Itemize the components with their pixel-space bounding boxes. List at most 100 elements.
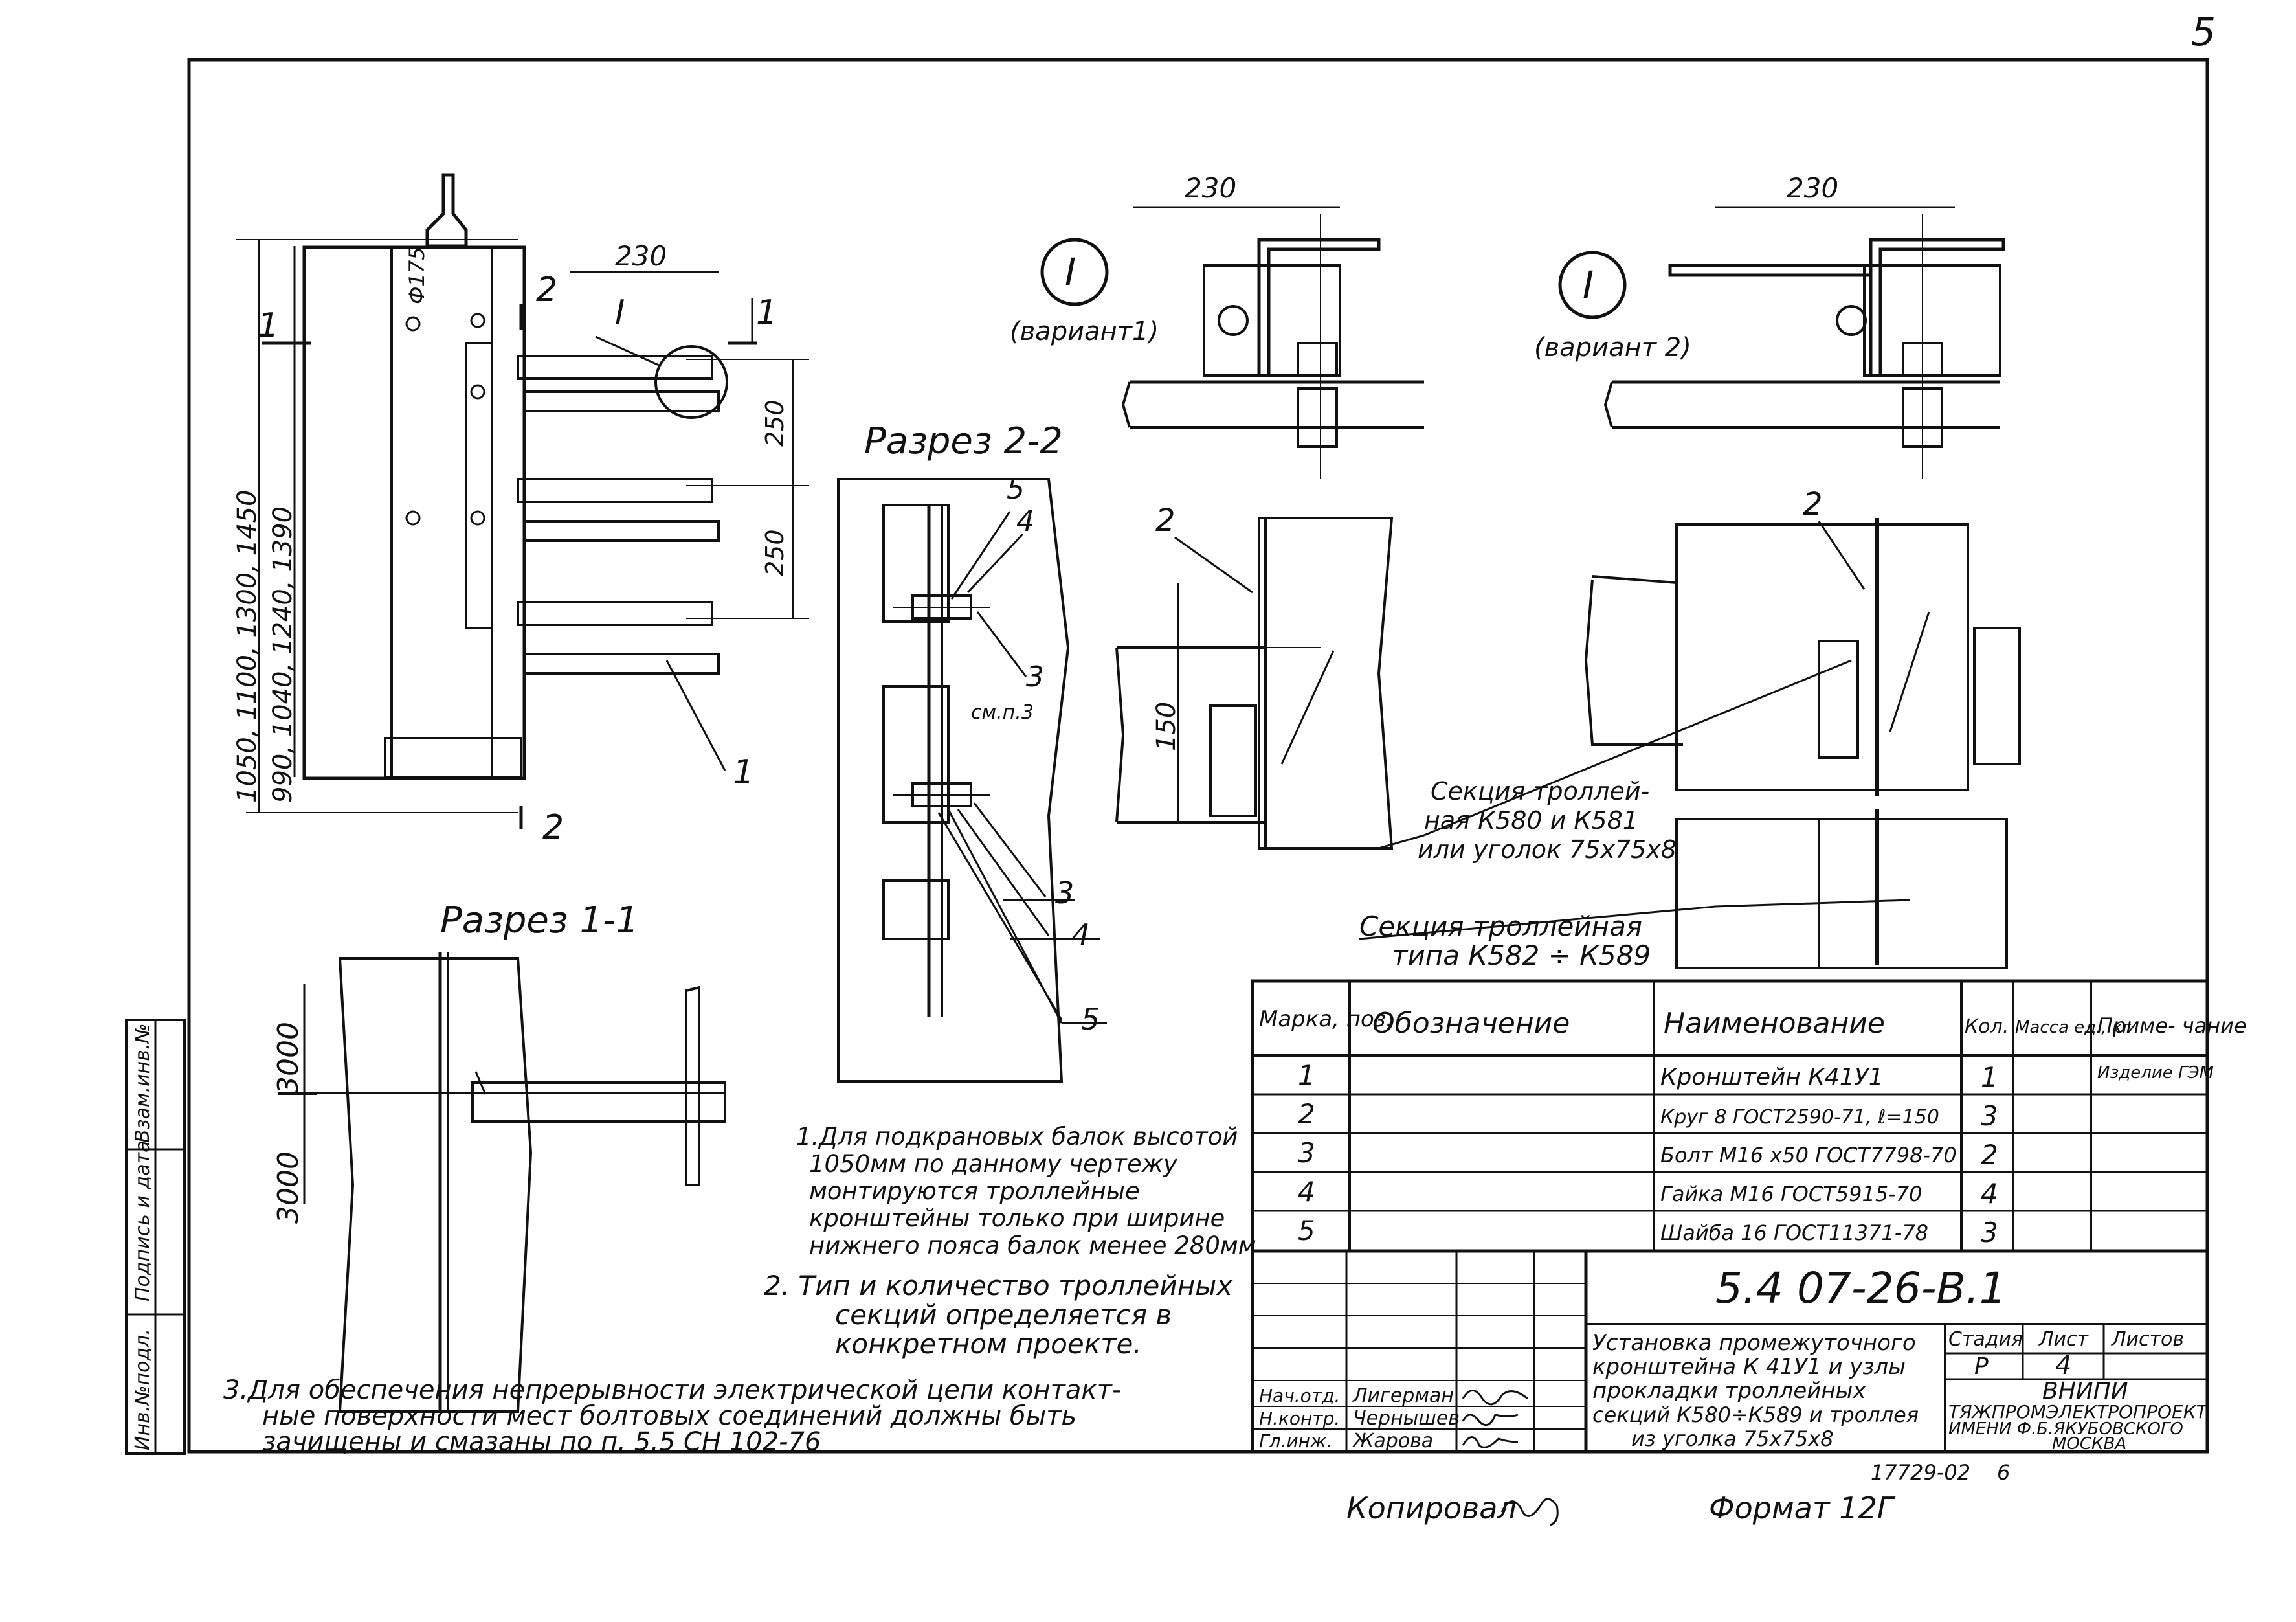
note-1-line4: кронштейны только при ширине xyxy=(809,1204,1225,1232)
org-line4: МОСКВА xyxy=(2052,1434,2126,1454)
variant-1-roman: I xyxy=(1065,250,1076,294)
pos-2-left: 2 xyxy=(1155,502,1176,539)
trolley-section-views: 150 2 2 Секция троллей- ная К580 и К581 … xyxy=(1115,486,2021,971)
trolley-a-line1: Секция троллей- xyxy=(1431,777,1649,805)
copied-label: Копировал xyxy=(1346,1491,1517,1526)
section-2-title: Разрез 2-2 xyxy=(864,420,1063,462)
row-1-qty: 1 xyxy=(1981,1061,1998,1093)
signer-3-role: Гл.инж. xyxy=(1259,1430,1332,1452)
heights-outer: 1050, 1100, 1300, 1450 xyxy=(232,490,262,803)
org-line2: ТЯЖПРОМЭЛЕКТРОПРОЕКТ xyxy=(1948,1401,2209,1423)
detail-mark-I: I xyxy=(615,293,625,332)
row-5-name: Шайба 16 ГОСТ11371-78 xyxy=(1660,1221,1928,1245)
dim-230-v1: 230 xyxy=(1185,172,1236,204)
title-line2: кронштейна К 41У1 и узлы xyxy=(1592,1354,1906,1380)
note-2-line3: конкретном проекте. xyxy=(835,1328,1142,1360)
variant-1-detail: I (вариант1) 230 xyxy=(1010,172,1424,479)
row-1-name: Кронштейн К41У1 xyxy=(1660,1064,1884,1090)
signer-1-role: Нач.отд. xyxy=(1259,1385,1340,1406)
row-1-pos: 1 xyxy=(1298,1059,1315,1091)
signer-2-role: Н.контр. xyxy=(1259,1408,1340,1429)
title-line1: Установка промежуточного xyxy=(1592,1330,1916,1356)
note-3-line3: зачищены и смазаны по п. 5.5 СН 102-76 xyxy=(262,1427,821,1457)
note-1-line5: нижнего пояса балок менее 280мм xyxy=(809,1232,1256,1259)
sheet-frame xyxy=(187,58,2209,1454)
note-2-line2: секций определяется в xyxy=(835,1299,1172,1331)
row-5-pos: 5 xyxy=(1298,1215,1315,1246)
row-2-qty: 3 xyxy=(1981,1100,1998,1132)
th-note: Приме- чание xyxy=(2097,1013,2247,1038)
title-line3: прокладки троллейных xyxy=(1592,1378,1866,1404)
archive-number: 17729-02 xyxy=(1871,1460,1970,1485)
dim-250-lower: 250 xyxy=(761,529,789,576)
th-qty: Кол. xyxy=(1965,1015,2009,1038)
sheet-label: Лист xyxy=(2038,1328,2090,1351)
dim-230-v2: 230 xyxy=(1787,172,1838,204)
row-3-pos: 3 xyxy=(1298,1137,1315,1169)
pos-4-s2-top: 4 xyxy=(1016,505,1034,538)
main-elevation-view: 230 250 250 Ф175 1050, 1100, 1300, 1450 … xyxy=(232,173,809,847)
trolley-b-line1: Секция троллейная xyxy=(1359,910,1642,942)
pos-1-main: 1 xyxy=(733,753,754,792)
pos-3-s2-bottom: 3 xyxy=(1055,875,1074,910)
signature-2 xyxy=(1462,1414,1519,1426)
th-mass: Масса ед., кг xyxy=(2015,1018,2132,1037)
section-1-1-view: Разрез 1-1 3000 3000 xyxy=(272,899,726,1413)
variant-2-roman: I xyxy=(1583,263,1594,307)
row-1-note: Изделие ГЭМ xyxy=(2097,1063,2214,1083)
trolley-a-line2: ная К580 и К581 xyxy=(1424,806,1638,835)
row-5-qty: 3 xyxy=(1981,1217,1998,1248)
footer: 17729-02 6 Копировал Формат 12Г xyxy=(1346,1460,2010,1526)
row-2-name: Круг 8 ГОСТ2590-71, ℓ=150 xyxy=(1660,1106,1939,1129)
pos-5-s2-bottom: 5 xyxy=(1081,1002,1100,1037)
note-1-line2: 1050мм по данному чертежу xyxy=(809,1150,1178,1178)
corner-mark: 5 xyxy=(2191,10,2216,55)
title-block: 5.4 07-26-В.1 Установка промежуточного к… xyxy=(1251,1249,2209,1454)
side-stamp: Инв.№подл. Подпись и дата Взам.инв.№ xyxy=(125,1019,186,1455)
signature-3 xyxy=(1462,1436,1519,1448)
th-name: Наименование xyxy=(1664,1007,1885,1040)
section-2-note-see: см.п.3 xyxy=(971,701,1034,724)
drawing-number: 5.4 07-26-В.1 xyxy=(1715,1263,2007,1313)
section-2-2-view: Разрез 2-2 см.п.3 5 4 3 3 4 5 xyxy=(837,420,1107,1083)
format-label: Формат 12Г xyxy=(1709,1491,1896,1526)
row-3-name: Болт М16 х50 ГОСТ7798-70 xyxy=(1660,1143,1957,1167)
org-line1: ВНИПИ xyxy=(2042,1378,2128,1404)
variant-1-label: (вариант1) xyxy=(1010,317,1159,346)
sheet-value: 4 xyxy=(2055,1351,2071,1380)
heights-inner: 990, 1040, 1240, 1390 xyxy=(268,506,298,803)
cut-mark-2-top: 2 xyxy=(536,271,557,310)
dim-3000-upper: 3000 xyxy=(272,1022,305,1094)
note-1-line3: монтируются троллейные xyxy=(809,1177,1140,1205)
row-4-name: Гайка М16 ГОСТ5915-70 xyxy=(1660,1182,1922,1206)
dim-250-upper: 250 xyxy=(761,400,789,447)
dim-230-main: 230 xyxy=(615,240,667,272)
spec-table: Марка, поз. Обозначение Наименование Кол… xyxy=(1251,979,2247,1253)
org-line3: ИМЕНИ Ф.Б.ЯКУБОВСКОГО xyxy=(1948,1419,2183,1439)
stamp-inv-orig: Инв.№подл. xyxy=(131,1329,154,1450)
row-3-qty: 2 xyxy=(1981,1139,1998,1171)
note-1-line1: 1.Для подкрановых балок высотой xyxy=(796,1123,1238,1151)
signer-2-name: Чернышев xyxy=(1353,1407,1460,1430)
dim-150: 150 xyxy=(1152,702,1181,751)
pos-5-s2-top: 5 xyxy=(1007,473,1025,506)
signature-1 xyxy=(1462,1390,1528,1406)
section-1-title: Разрез 1-1 xyxy=(440,899,639,941)
trolley-b-line2: типа К582 ÷ К589 xyxy=(1392,940,1651,971)
notes-block: 1.Для подкрановых балок высотой 1050мм п… xyxy=(223,1123,1256,1457)
copied-signature xyxy=(1500,1498,1559,1526)
cut-mark-1-right: 1 xyxy=(756,293,777,332)
dim-3000-lower: 3000 xyxy=(272,1151,305,1224)
pos-3-s2-top: 3 xyxy=(1026,660,1044,693)
pos-2-right: 2 xyxy=(1803,486,1823,523)
variant-2-detail: I (вариант 2) 230 xyxy=(1534,172,2005,479)
signer-1-name: Лигерман xyxy=(1352,1384,1454,1407)
note-2-line1: 2. Тип и количество троллейных xyxy=(764,1270,1233,1301)
dim-175: Ф175 xyxy=(405,247,429,304)
cut-mark-1-left: 1 xyxy=(258,306,279,345)
stamp-sign-date: Подпись и дата xyxy=(131,1141,154,1302)
th-mark: Марка, поз. xyxy=(1259,1006,1393,1032)
signer-3-name: Жарова xyxy=(1352,1430,1433,1452)
pos-4-s2-bottom: 4 xyxy=(1071,918,1090,952)
